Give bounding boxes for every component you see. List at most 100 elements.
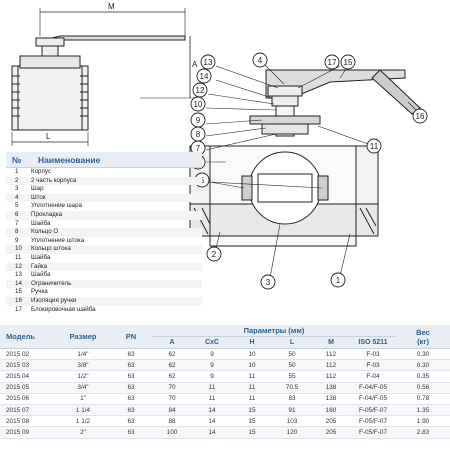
cell-size: 1" bbox=[56, 393, 110, 405]
cell-model: 2015 02 bbox=[0, 348, 56, 361]
cell-cxc: 9 bbox=[192, 370, 232, 383]
callout-15: 15 bbox=[340, 54, 356, 70]
svg-text:13: 13 bbox=[204, 58, 213, 67]
svg-text:7: 7 bbox=[196, 144, 201, 153]
cell-pn: 63 bbox=[110, 415, 152, 428]
col-h: H bbox=[232, 336, 272, 349]
svg-text:15: 15 bbox=[344, 58, 353, 67]
part-name: Шар bbox=[31, 185, 44, 193]
parts-header-name: Наименование bbox=[38, 154, 101, 165]
cell-a: 100 bbox=[152, 426, 192, 439]
cell-iso: F-04 bbox=[350, 370, 396, 383]
part-name: Корпус bbox=[31, 168, 51, 175]
cell-h: 11 bbox=[232, 393, 272, 405]
part-number: 6 bbox=[15, 210, 19, 218]
part-number: 3 bbox=[15, 185, 19, 193]
cell-model: 2015 03 bbox=[0, 359, 56, 372]
part-number: 4 bbox=[15, 193, 19, 201]
cell-model: 2015 05 bbox=[0, 382, 56, 394]
cell-iso: F-03 bbox=[350, 359, 396, 372]
cell-a: 70 bbox=[152, 382, 192, 394]
callout-9: 9 bbox=[190, 112, 206, 128]
cell-pn: 63 bbox=[110, 370, 152, 383]
col-m: M bbox=[312, 336, 350, 349]
cell-h: 11 bbox=[232, 370, 272, 383]
callout-1: 1 bbox=[330, 272, 346, 288]
svg-text:16: 16 bbox=[416, 112, 425, 121]
svg-text:3: 3 bbox=[266, 278, 271, 287]
cell-iso: F-05/F-07 bbox=[350, 415, 396, 428]
part-name: 2 часть корпуса bbox=[31, 176, 77, 184]
col-l: L bbox=[272, 336, 312, 349]
svg-text:17: 17 bbox=[328, 58, 337, 67]
svg-text:9: 9 bbox=[196, 116, 201, 125]
cell-iso: F-03 bbox=[350, 348, 396, 361]
callout-17: 17 bbox=[324, 54, 340, 70]
callout-4: 4 bbox=[252, 52, 268, 68]
cell-a: 62 bbox=[152, 359, 192, 372]
cell-l: 50 bbox=[272, 348, 312, 361]
col-model: Модель bbox=[0, 325, 56, 349]
cell-model: 2015 09 bbox=[0, 426, 56, 439]
part-number: 14 bbox=[15, 279, 22, 287]
callout-14: 14 bbox=[196, 68, 212, 84]
part-name: Прокладка bbox=[31, 210, 63, 218]
cell-size: 2" bbox=[56, 426, 110, 439]
part-name: Гайка bbox=[31, 262, 48, 270]
svg-text:14: 14 bbox=[200, 72, 209, 81]
cell-size: 3/8" bbox=[56, 359, 110, 372]
cell-l: 91 bbox=[272, 404, 312, 417]
parts-header-no: № bbox=[12, 154, 22, 165]
part-number: 13 bbox=[15, 271, 22, 279]
cell-m: 160 bbox=[312, 404, 350, 417]
cell-model: 2015 08 bbox=[0, 415, 56, 428]
cell-pn: 63 bbox=[110, 426, 152, 439]
part-number: 12 bbox=[15, 262, 22, 270]
part-number: 16 bbox=[15, 296, 22, 304]
callout-10: 10 bbox=[190, 96, 206, 112]
part-number: 15 bbox=[15, 288, 22, 296]
cell-h: 15 bbox=[232, 415, 272, 428]
svg-text:1: 1 bbox=[336, 276, 341, 285]
cell-a: 88 bbox=[152, 415, 192, 428]
part-name: Шайба bbox=[31, 219, 51, 227]
part-number: 10 bbox=[15, 245, 22, 253]
parts-row: 3 Шар bbox=[6, 185, 202, 194]
part-number: 17 bbox=[15, 305, 22, 313]
cell-weight: 2.83 bbox=[396, 426, 450, 439]
cell-l: 55 bbox=[272, 370, 312, 383]
cell-weight: 0.30 bbox=[396, 348, 450, 361]
cell-model: 2015 04 bbox=[0, 370, 56, 383]
part-name: Уплотнение шара bbox=[31, 202, 83, 210]
svg-text:10: 10 bbox=[194, 100, 203, 109]
part-number: 11 bbox=[15, 253, 22, 261]
cell-model: 2015 07 bbox=[0, 404, 56, 417]
dimension-label-l: L bbox=[46, 132, 51, 141]
cell-pn: 63 bbox=[110, 404, 152, 417]
cell-pn: 63 bbox=[110, 393, 152, 405]
col-iso: ISO 5211 bbox=[350, 336, 396, 349]
part-number: 9 bbox=[15, 236, 19, 244]
callout-8: 8 bbox=[190, 126, 206, 142]
cell-l: 120 bbox=[272, 426, 312, 439]
col-size: Размер bbox=[56, 325, 110, 349]
cell-cxc: 11 bbox=[192, 382, 232, 394]
cell-a: 62 bbox=[152, 370, 192, 383]
part-number: 2 bbox=[15, 176, 19, 184]
callout-16: 16 bbox=[412, 108, 428, 124]
cell-cxc: 14 bbox=[192, 415, 232, 428]
cell-iso: F-04/F-05 bbox=[350, 393, 396, 405]
parts-row: 2 2 часть корпуса bbox=[6, 176, 202, 186]
cell-iso: F-05/F-07 bbox=[350, 426, 396, 439]
cell-cxc: 14 bbox=[192, 426, 232, 439]
cell-size: 1 1/4 bbox=[56, 404, 110, 417]
part-name: Изоляция ручки bbox=[31, 296, 77, 304]
part-name: Кольцо О bbox=[31, 228, 59, 236]
part-name: Уплотнение штока bbox=[31, 236, 85, 244]
